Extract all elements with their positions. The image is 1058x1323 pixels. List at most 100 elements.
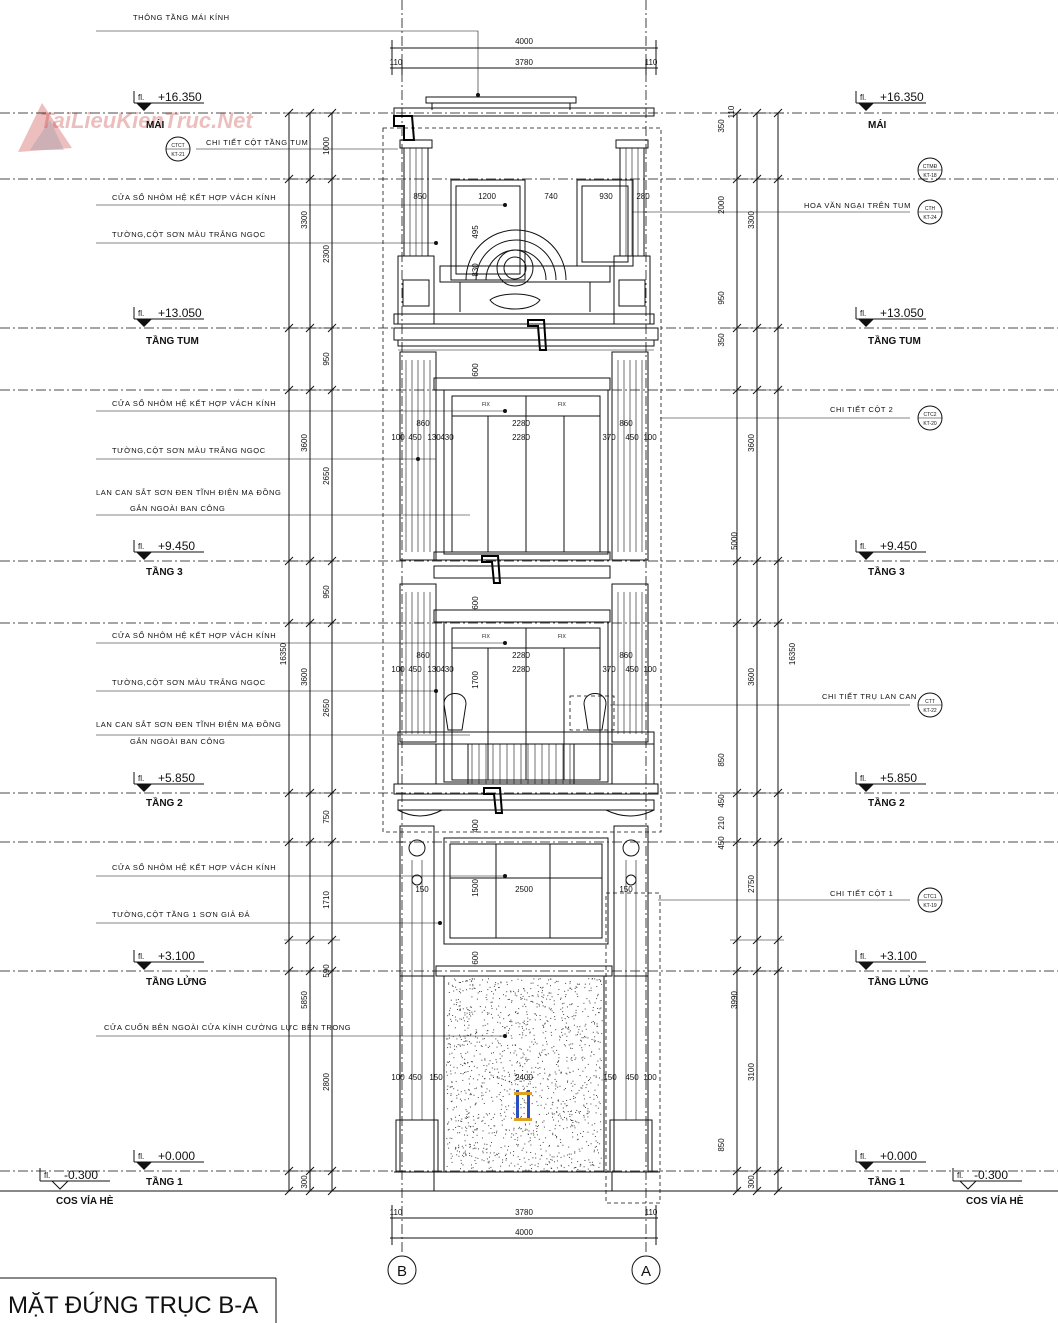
dim-right-inner-5: 850 xyxy=(717,753,726,767)
dim-tum-495: 495 xyxy=(471,225,480,239)
mezzanine xyxy=(399,825,649,977)
tag-ctc2: CTC2 KT-20 xyxy=(917,405,943,431)
level-prefix-left-1: fl. xyxy=(138,309,144,318)
dim-f2-1700: 1700 xyxy=(471,671,480,689)
level-prefix-left-5: fl. xyxy=(138,1152,144,1161)
tag-cth: CTH KT-24 xyxy=(917,199,943,225)
level-name-right-2: TẦNG 3 xyxy=(868,565,905,578)
dims-horizontal: 4000 3780 110 110 3780 4000 110 110 xyxy=(390,37,658,1245)
dim-g-100l: 100 xyxy=(391,1073,405,1082)
dim-right-inner-8: 450 xyxy=(717,836,726,850)
dim-right-mid-7: 300 xyxy=(747,1175,756,1189)
level-value-left-2: +9.450 xyxy=(158,539,195,553)
dim-f2-450r: 450 xyxy=(625,665,639,674)
door-handle-left xyxy=(516,1090,519,1120)
title-block: MẶT ĐỨNG TRỤC B-A xyxy=(0,1277,277,1323)
tag-ctmd: CTMĐ KT-18 xyxy=(917,157,943,183)
dim-top-inner: 3780 xyxy=(515,58,533,67)
level-value-right-0: +16.350 xyxy=(880,90,924,104)
dim-f2-2280b: 2280 xyxy=(512,665,530,674)
dim-f2-130: 130 xyxy=(427,665,441,674)
axis-marker-a xyxy=(631,1255,661,1285)
note-left-6: GẮN NGOÀI BAN CÔNG xyxy=(130,504,225,513)
pane-fix-3l: FIX xyxy=(482,402,490,408)
tag-ctc2-top: CTC2 xyxy=(923,412,936,418)
level-name-left-1: TẦNG TUM xyxy=(146,334,199,347)
dim-top-overall: 4000 xyxy=(515,37,533,46)
note-right-1: CHI TIẾT CỘT 2 xyxy=(830,404,893,414)
dim-g-100r: 100 xyxy=(643,1073,657,1082)
sidewalk-right-value: -0.300 xyxy=(974,1168,1008,1182)
pane-fix-3r: FIX xyxy=(558,402,566,408)
dim-mezz-2500: 2500 xyxy=(515,885,533,894)
dim-mezz-600: 600 xyxy=(471,951,480,965)
dim-right-inner-1: 110 xyxy=(727,105,736,118)
dim-f3-100r: 100 xyxy=(643,433,657,442)
dim-right-inner-7: 210 xyxy=(717,816,726,830)
dim-f2-100l: 100 xyxy=(391,665,405,674)
dim-right-mid-4: 2750 xyxy=(747,875,756,893)
level-name-right-4: TẦNG LỬNG xyxy=(868,975,929,988)
dim-g-450r: 450 xyxy=(625,1073,639,1082)
watermark: TaiLieuKienTruc.Net xyxy=(18,103,254,152)
dim-g-150l: 150 xyxy=(429,1073,443,1082)
dim-mezz-400: 400 xyxy=(471,819,480,833)
dim-g-450l: 450 xyxy=(408,1073,422,1082)
tag-ctc1-bottom: KT-19 xyxy=(923,903,937,909)
level-prefix-right-4: fl. xyxy=(860,952,866,961)
tag-ctc1: CTC1 KT-19 xyxy=(917,887,943,913)
dim-right-mid-3: 3600 xyxy=(747,668,756,686)
sidewalk-left: fl. -0.300 COS VỈA HÈ xyxy=(39,1168,114,1207)
tag-ctt: CTT KT-22 xyxy=(917,692,943,718)
dim-tum-850: 850 xyxy=(413,192,427,201)
note-left-5: LAN CAN SẮT SƠN ĐEN TĨNH ĐIỆN MẠ ĐỒNG xyxy=(96,487,281,497)
dim-top-side-left: 110 xyxy=(390,58,403,67)
dim-f3-860l: 860 xyxy=(416,419,430,428)
dim-left-inner-5: 2650 xyxy=(322,699,331,717)
level-name-left-3: TẦNG 2 xyxy=(146,796,183,809)
dim-f2-450l: 450 xyxy=(408,665,422,674)
floor2: FIX FIX xyxy=(393,583,659,817)
axis-label-b: B xyxy=(397,1263,407,1280)
sidewalk-left-prefix: fl. xyxy=(44,1171,50,1180)
dim-left-inner-7: 1710 xyxy=(322,891,331,909)
level-value-left-3: +5.850 xyxy=(158,771,195,785)
dim-bottom-inner: 3780 xyxy=(515,1208,533,1217)
dim-right-inner-6: 450 xyxy=(717,794,726,808)
sidewalk-right-name: COS VỈA HÈ xyxy=(966,1194,1024,1207)
dim-f2-370: 370 xyxy=(602,665,616,674)
dim-f2-860l: 860 xyxy=(416,651,430,660)
dim-top-side-right: 110 xyxy=(645,58,658,67)
dim-mezz-1500: 1500 xyxy=(471,879,480,897)
note-right-3: CHI TIẾT CỘT 1 xyxy=(830,888,893,898)
dim-bottom-overall: 4000 xyxy=(515,1228,533,1237)
watermark-logo-icon xyxy=(18,103,72,152)
dim-f3-450r: 450 xyxy=(625,433,639,442)
dim-right-mid-6: 3100 xyxy=(747,1063,756,1081)
dim-left-inner-6: 750 xyxy=(322,810,331,824)
dim-f2-100r: 100 xyxy=(643,665,657,674)
note-left-11: CỬA SỔ NHÔM HỆ KẾT HỢP VÁCH KÍNH xyxy=(112,862,276,872)
axis-label-a: A xyxy=(641,1263,651,1280)
dim-right-inner-9: 850 xyxy=(717,1138,726,1152)
level-markers: fl.+16.350MÁIfl.+16.350MÁIfl.+13.050TẦNG… xyxy=(133,90,929,1188)
level-value-right-5: +0.000 xyxy=(880,1149,917,1163)
dim-f2-2280a: 2280 xyxy=(512,651,530,660)
level-name-left-2: TẦNG 3 xyxy=(146,565,183,578)
dim-right-mid-1: 3600 xyxy=(747,434,756,452)
level-prefix-left-4: fl. xyxy=(138,952,144,961)
note-left-4: TƯỜNG,CỘT SƠN MÀU TRẮNG NGỌC xyxy=(112,446,266,455)
tum-columns xyxy=(397,139,651,325)
level-prefix-right-3: fl. xyxy=(860,774,866,783)
watermark-text: TaiLieuKienTruc.Net xyxy=(40,108,254,133)
level-prefix-left-0: fl. xyxy=(138,93,144,102)
dim-left-inner-8: 590 xyxy=(322,964,331,978)
level-name-left-4: TẦNG LỬNG xyxy=(146,975,207,988)
sidewalk-right: fl. -0.300 COS VỈA HÈ xyxy=(952,1168,1024,1207)
tag-cth-bottom: KT-24 xyxy=(923,215,937,221)
level-name-right-3: TẦNG 2 xyxy=(868,796,905,809)
